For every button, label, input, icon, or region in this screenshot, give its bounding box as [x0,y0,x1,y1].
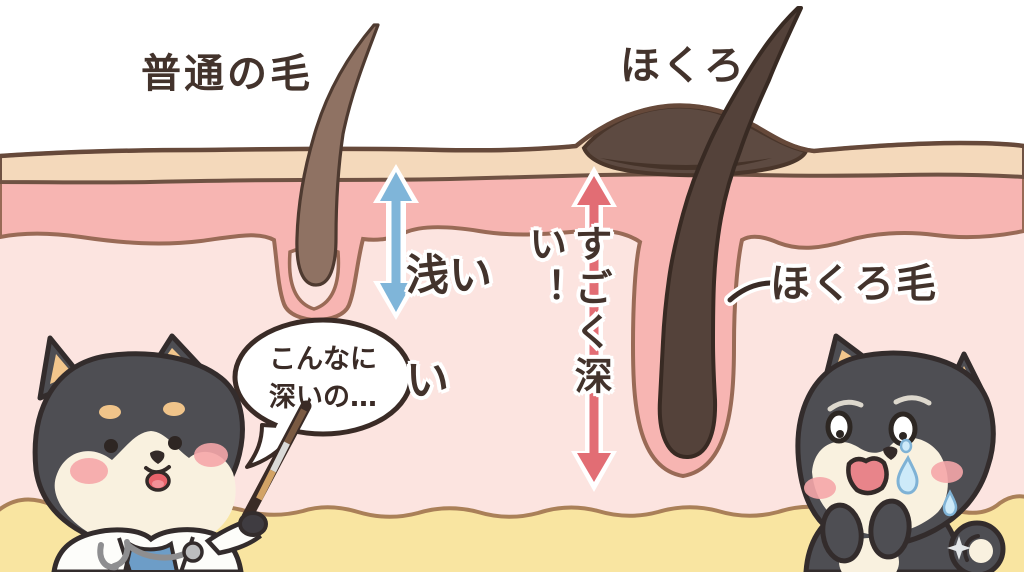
dog-paw [238,511,268,537]
speech-bubble-line1: こんなに [269,344,377,375]
dog-eye [168,436,182,450]
doctor-dog-character [32,333,312,572]
worried-eyebrow [827,399,864,412]
normal-hair [295,23,380,287]
crying-dog-character [795,333,1006,572]
deep-depth-arrow [571,166,617,492]
speech-bubble-text: こんなに 深いの… [238,341,408,417]
dog-paw [868,498,912,560]
deep-label: すごく深い！ [522,224,613,400]
epidermis-layer [0,169,1024,479]
normal-hair-label: 普通の毛 [141,51,313,97]
tear-drop [942,489,958,517]
shallow-depth-arrow [373,164,419,320]
mole-label: ほくろ [620,43,746,89]
speech-bubble-line2: 深いの… [269,381,377,413]
speech-bubble [232,317,414,469]
mole-hair-label: ほくろ毛 [770,261,938,307]
mole-hair-pointer-dash [724,277,776,306]
skin-surface-line [0,103,1024,159]
tear-drop [899,438,913,454]
crying-mouth [846,456,889,496]
worried-eyebrow [893,395,932,406]
pointer-stick [241,400,312,523]
shallow-label-line1: 浅い [406,251,492,302]
tear-drop [896,454,919,495]
dog-nose [150,450,165,464]
shallow-label-line2: い [406,356,449,407]
stethoscope [97,539,204,571]
dog-nose [883,446,898,460]
mole-hair-root [657,6,803,460]
dog-paw [820,502,864,564]
dog-eye [104,439,118,453]
sparkle-icon [947,536,971,560]
shallow-label: 浅い い [406,198,492,460]
dog-eye [825,410,853,444]
